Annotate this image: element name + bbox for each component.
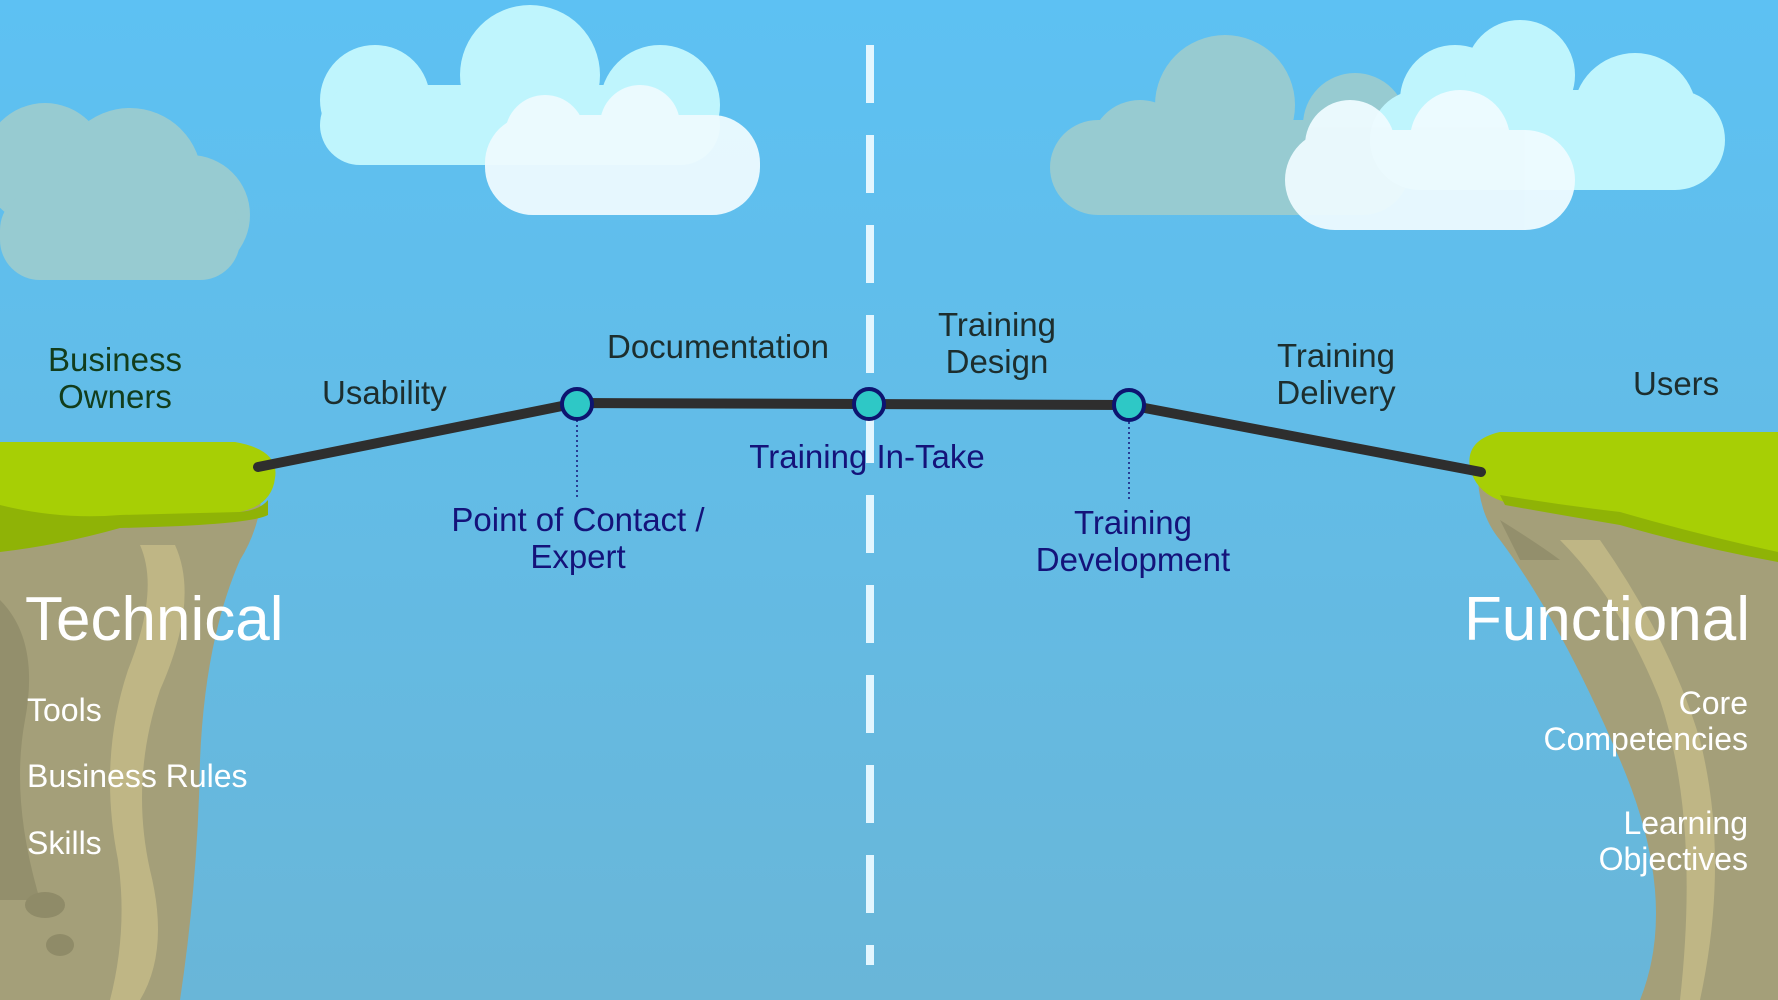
left-item-business-rules: Business Rules (27, 758, 248, 794)
right-title-functional: Functional (1463, 585, 1750, 654)
cliff-right (1477, 460, 1778, 1000)
right-item-core-competencies: Core Competencies (1543, 685, 1748, 757)
node-training-intake (852, 387, 886, 421)
left-item-skills: Skills (27, 825, 102, 861)
node-training-development (1112, 388, 1146, 422)
label-usability: Usability (322, 374, 447, 411)
cloud-top-white (485, 85, 760, 215)
cloud-left-grey (0, 103, 250, 280)
node-point-of-contact (560, 387, 594, 421)
label-training-development: Training Development (1035, 504, 1231, 578)
right-item-learning-objectives: Learning Objectives (1598, 805, 1748, 877)
label-documentation: Documentation (607, 328, 829, 365)
cloud-right-white (1285, 90, 1575, 230)
cliff-left (0, 470, 263, 1000)
label-training-intake: Training In-Take (749, 438, 985, 475)
left-item-tools: Tools (27, 692, 102, 728)
left-title-technical: Technical (25, 585, 284, 654)
label-training-design: Training Design (938, 306, 1056, 380)
label-users: Users (1633, 365, 1720, 402)
grass-right (1469, 432, 1778, 562)
label-training-delivery: Training Delivery (1276, 337, 1396, 411)
label-point-of-contact: Point of Contact / Expert (451, 501, 705, 575)
grass-left (0, 442, 276, 552)
label-business-owners: Business Owners (48, 341, 182, 415)
